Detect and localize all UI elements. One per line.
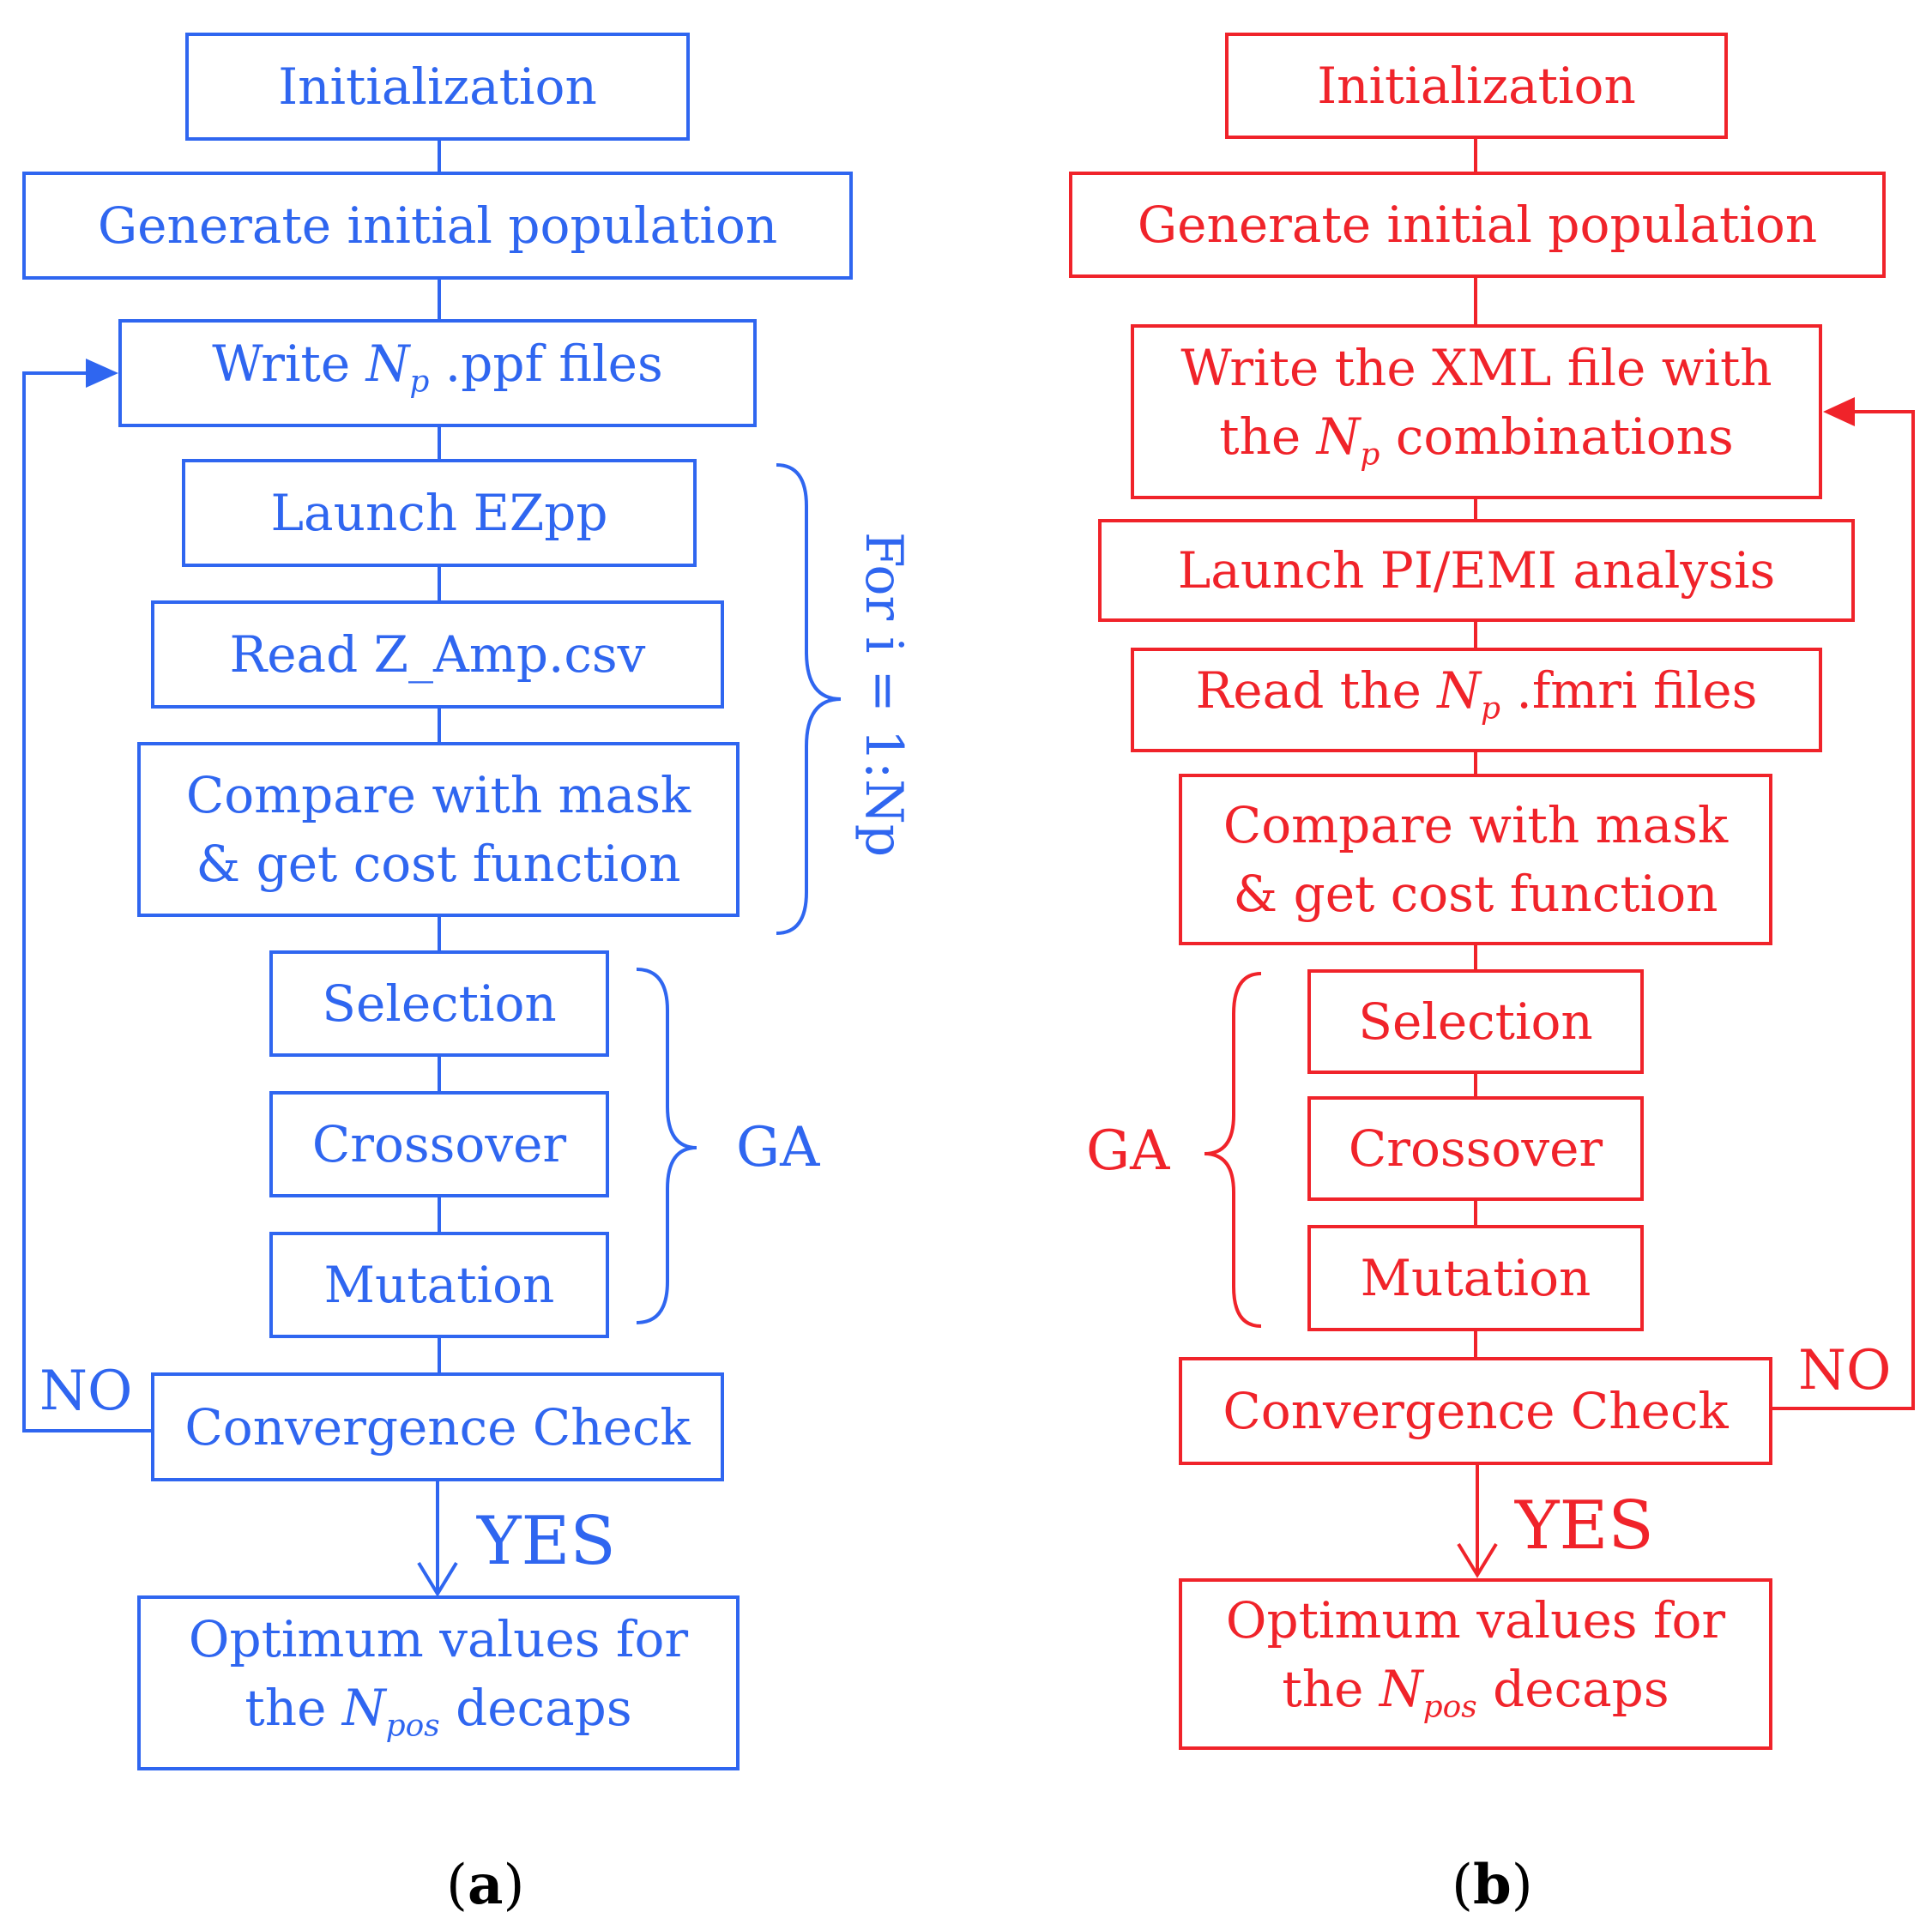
panel-b-no-loop: [1772, 397, 1915, 1410]
panel-a-write-text: Write Np .ppf files: [212, 329, 662, 417]
panel-a-optimum-var: N: [341, 1679, 386, 1738]
panel-b-write-line1: Write the XML file with: [1180, 339, 1772, 398]
panel-b-write-pre: the: [1219, 407, 1317, 467]
panel-a-compare-box: Compare with mask & get cost function: [137, 742, 740, 917]
panel-b-read-text: Read the Np .fmri files: [1196, 656, 1758, 744]
panel-b-read-box: Read the Np .fmri files: [1131, 648, 1822, 752]
panel-a-caption-letter: a: [467, 1853, 504, 1917]
panel-a-convergence-text: Convergence Check: [184, 1397, 691, 1457]
panel-b-read-post: .fmri files: [1500, 661, 1758, 721]
panel-b-compare-line2: & get cost function: [1233, 865, 1718, 923]
panel-a-write-pre: Write: [212, 335, 366, 394]
panel-a-crossover-text: Crossover: [311, 1115, 567, 1173]
panel-a-ga-brace: [636, 968, 697, 1324]
panel-b-optimum-post: decaps: [1476, 1660, 1669, 1719]
panel-a-loop-label: For i = 1:Np: [854, 532, 914, 858]
panel-b-initialization-text: Initialization: [1317, 57, 1636, 115]
panel-b-optimum-line1: Optimum values for: [1225, 1591, 1726, 1650]
panel-a-compare-line2: & get cost function: [196, 835, 681, 893]
panel-a-optimum-box: Optimum values for the Npos decaps: [137, 1595, 740, 1770]
panel-a-caption-open: (: [446, 1854, 468, 1917]
panel-b-optimum-var: N: [1379, 1660, 1423, 1719]
panel-a-optimum-sub: pos: [385, 1708, 440, 1744]
panel-a-crossover-box: Crossover: [269, 1091, 609, 1197]
panel-a-optimum-post: decaps: [439, 1679, 632, 1738]
panel-b-write-var: N: [1316, 407, 1361, 467]
panel-a-generate-box: Generate initial population: [22, 172, 853, 280]
panel-b-optimum-line2: the Npos decaps: [1282, 1655, 1669, 1742]
panel-b-no-label: NO: [1798, 1339, 1892, 1402]
panel-a-ga-label: GA: [736, 1116, 820, 1179]
panel-b-launch-box: Launch PI/EMI analysis: [1098, 519, 1855, 622]
panel-a-read-box: Read Z_Amp.csv: [151, 600, 724, 709]
panel-b-optimum-box: Optimum values for the Npos decaps: [1179, 1578, 1772, 1750]
panel-a-no-label: NO: [39, 1360, 133, 1423]
panel-b-yes-arrow: [1457, 1465, 1498, 1578]
panel-a-mutation-box: Mutation: [269, 1232, 609, 1338]
panel-b-yes-label: YES: [1515, 1487, 1654, 1565]
panel-b-mutation-box: Mutation: [1307, 1225, 1644, 1331]
panel-b-caption-close: ): [1511, 1854, 1533, 1917]
panel-b-optimum-pre: the: [1282, 1660, 1380, 1719]
panel-b-compare-box: Compare with mask & get cost function: [1179, 774, 1772, 945]
panel-a-optimum-line2: the Npos decaps: [245, 1674, 631, 1761]
panel-b-selection-text: Selection: [1358, 992, 1593, 1051]
panel-b-generate-box: Generate initial population: [1069, 172, 1886, 278]
panel-a-optimum-line1: Optimum values for: [188, 1610, 689, 1669]
panel-a-launch-box: Launch EZpp: [182, 459, 697, 567]
panel-a-no-loop: [22, 359, 153, 1432]
panel-a-caption-close: ): [503, 1854, 525, 1917]
panel-a-initialization-text: Initialization: [278, 57, 597, 116]
panel-a-yes-arrow: [417, 1481, 458, 1597]
panel-a-selection-box: Selection: [269, 950, 609, 1057]
panel-b-mutation-text: Mutation: [1360, 1249, 1591, 1307]
panel-b-selection-box: Selection: [1307, 969, 1644, 1074]
panel-b-caption: (b): [1452, 1853, 1533, 1917]
panel-a-convergence-box: Convergence Check: [151, 1372, 724, 1481]
panel-b-read-pre: Read the: [1195, 661, 1438, 721]
panel-a-write-box: Write Np .ppf files: [118, 319, 757, 427]
panel-b-crossover-box: Crossover: [1307, 1096, 1644, 1201]
panel-b-write-post: combinations: [1380, 407, 1734, 467]
panel-b-ga-brace: [1204, 972, 1262, 1328]
panel-b-write-line2: the Np combinations: [1219, 402, 1734, 490]
panel-b-convergence-box: Convergence Check: [1179, 1357, 1772, 1465]
panel-a-write-post: .ppf files: [429, 335, 663, 394]
panel-a-initialization-box: Initialization: [185, 33, 690, 141]
panel-b-launch-text: Launch PI/EMI analysis: [1177, 541, 1776, 600]
panel-b-read-var: N: [1437, 661, 1481, 721]
panel-a-write-sub: p: [409, 364, 430, 400]
panel-b-read-sub: p: [1480, 691, 1500, 727]
panel-a-mutation-text: Mutation: [323, 1256, 555, 1314]
panel-b-ga-label: GA: [1086, 1119, 1170, 1183]
panel-a-generate-text: Generate initial population: [97, 196, 778, 255]
panel-a-caption: (a): [446, 1853, 524, 1917]
panel-b-initialization-box: Initialization: [1225, 33, 1728, 139]
panel-a-loop-brace: [776, 463, 842, 935]
panel-b-generate-text: Generate initial population: [1137, 196, 1818, 254]
panel-a-launch-text: Launch EZpp: [270, 484, 608, 542]
panel-a-compare-line1: Compare with mask: [185, 766, 691, 824]
panel-a-yes-label: YES: [477, 1503, 616, 1580]
panel-b-caption-letter: b: [1472, 1853, 1512, 1917]
panel-b-crossover-text: Crossover: [1348, 1119, 1603, 1178]
panel-b-convergence-text: Convergence Check: [1223, 1382, 1729, 1440]
panel-a-read-text: Read Z_Amp.csv: [229, 625, 646, 684]
panel-b-caption-open: (: [1452, 1854, 1473, 1917]
panel-a-selection-text: Selection: [322, 974, 557, 1033]
panel-b-write-sub: p: [1360, 437, 1380, 473]
panel-b-compare-line1: Compare with mask: [1223, 796, 1729, 854]
panel-b-optimum-sub: pos: [1422, 1689, 1477, 1725]
panel-a-write-var: N: [365, 335, 410, 394]
panel-b-write-box: Write the XML file with the Np combinati…: [1131, 324, 1822, 499]
panel-a-optimum-pre: the: [245, 1679, 342, 1738]
